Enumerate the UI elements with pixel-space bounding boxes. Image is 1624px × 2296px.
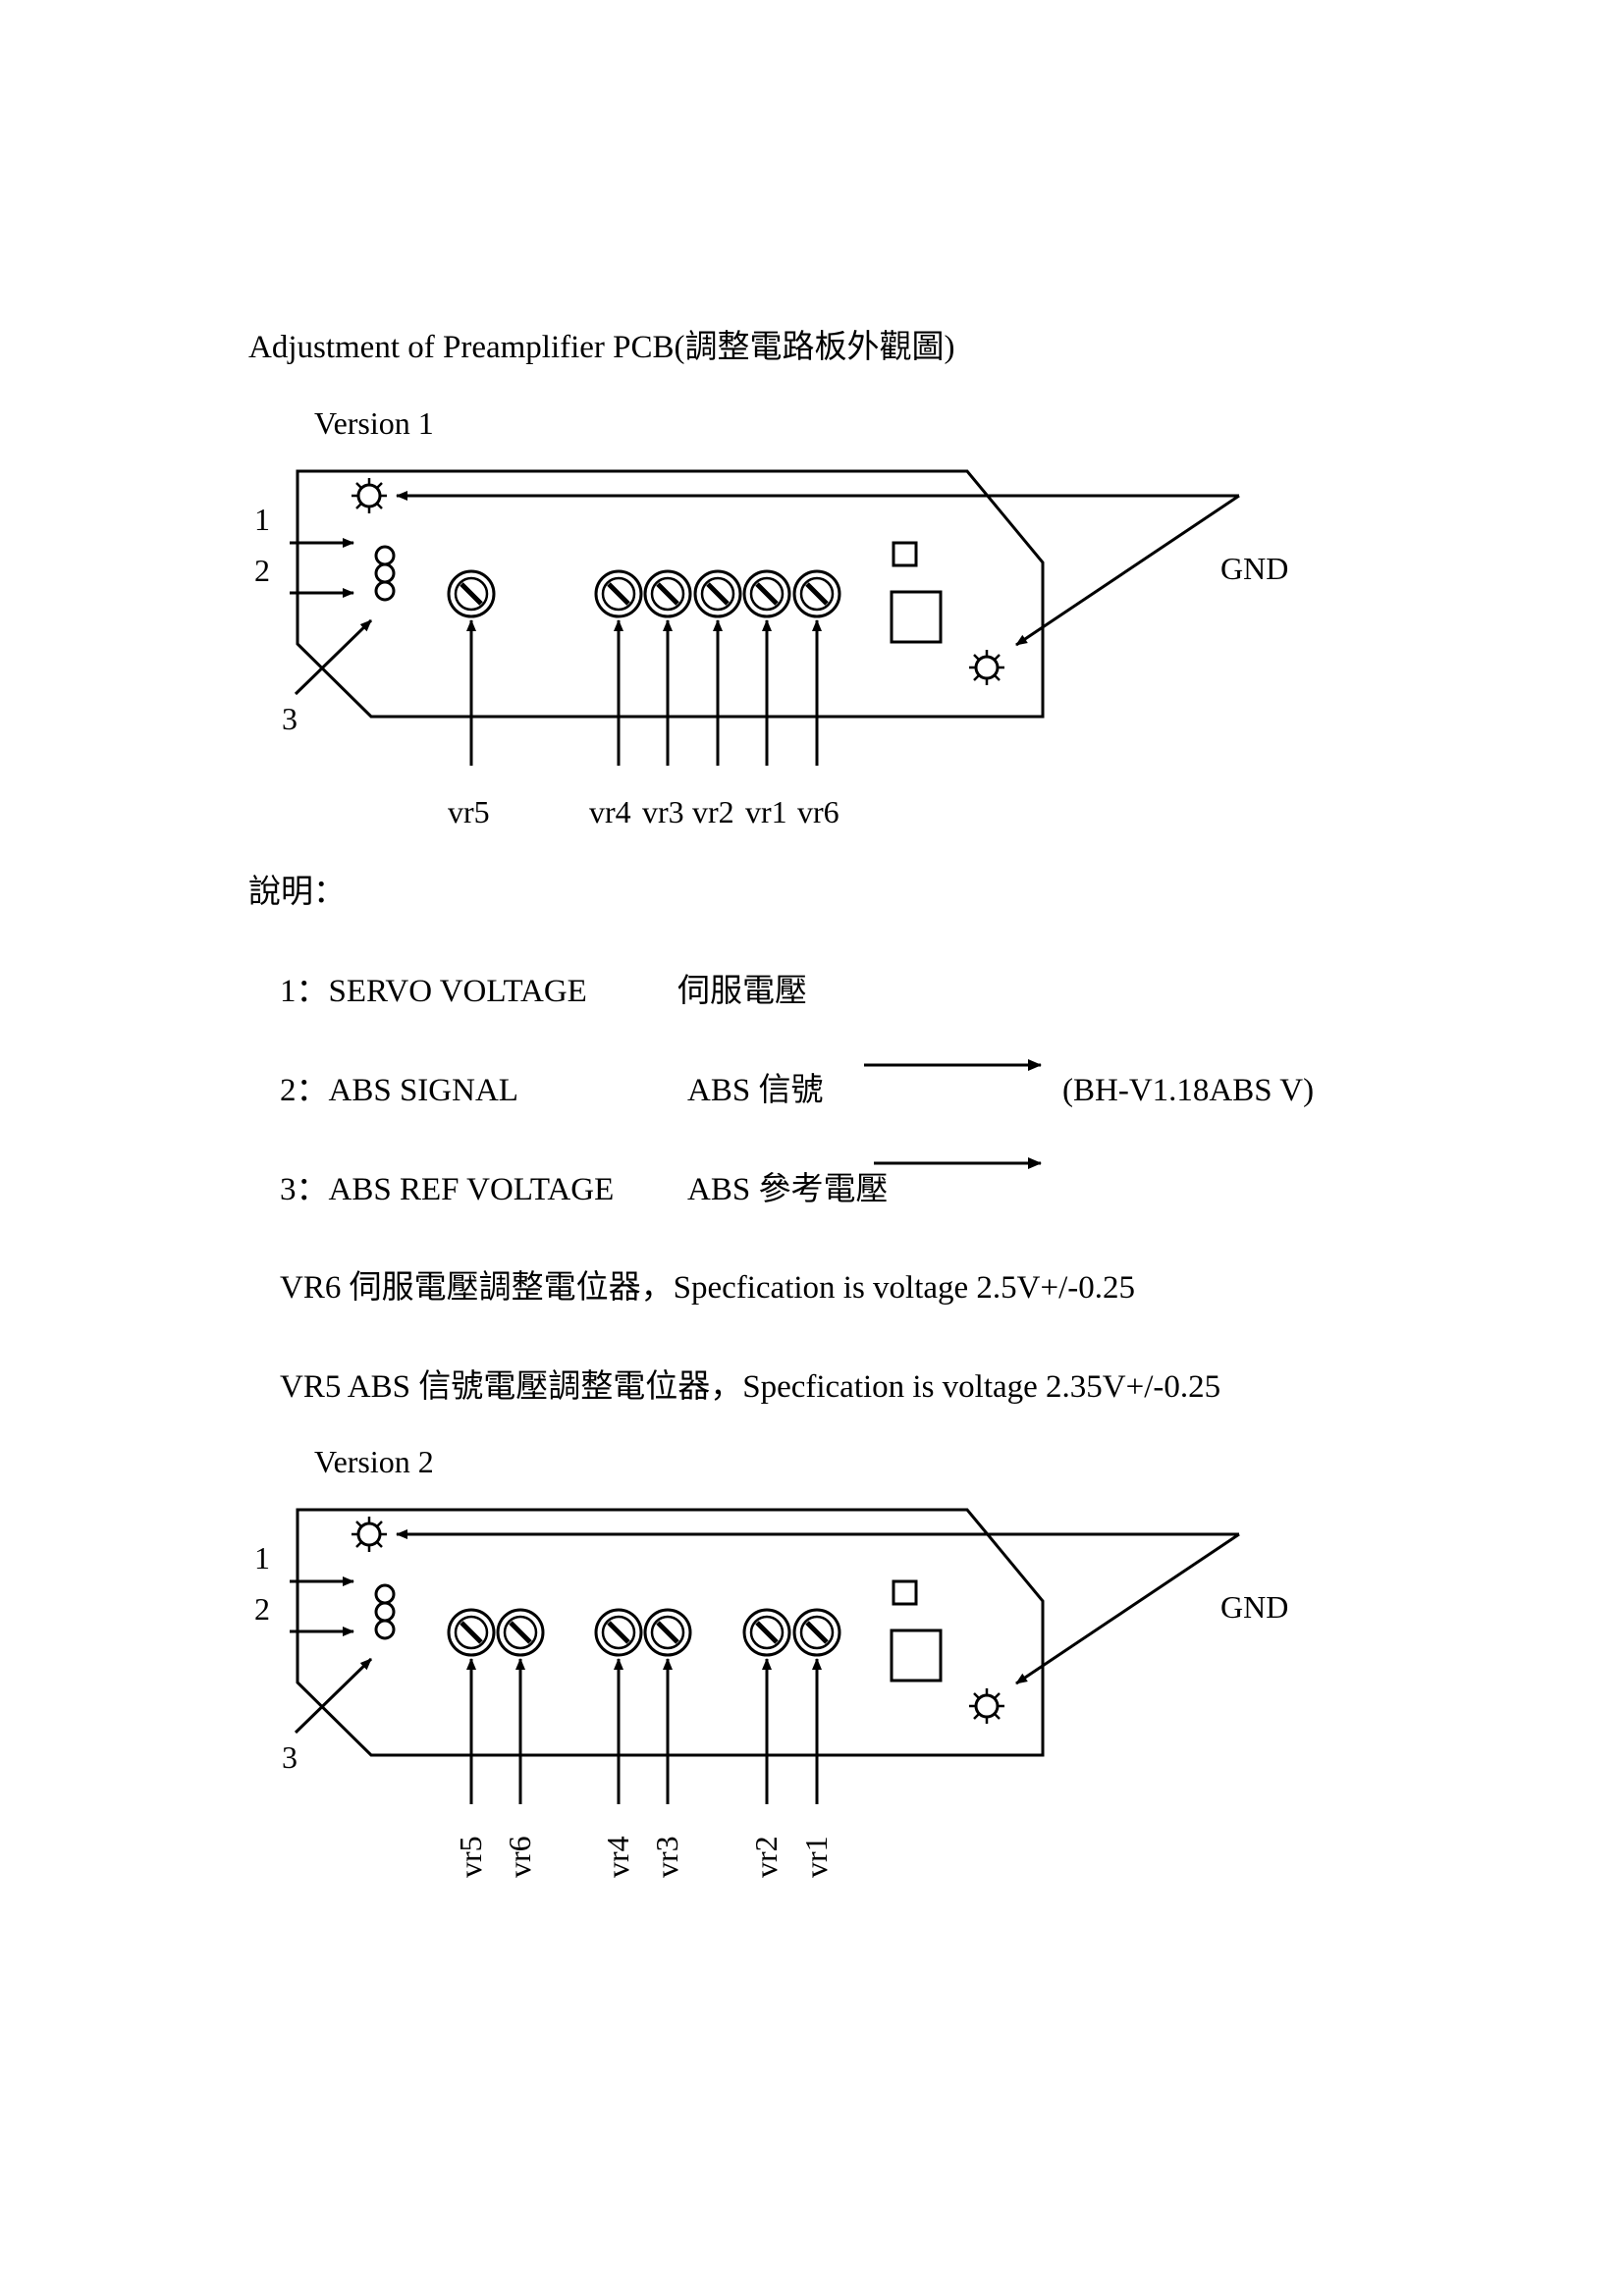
- item-1-code: 1：SERVO VOLTAGE: [280, 974, 587, 1009]
- description-arrows: [864, 1059, 1042, 1169]
- vr6-label: vr6: [502, 1836, 537, 1878]
- potentiometer-vr3: [645, 571, 690, 616]
- pin-2-label: 2: [254, 553, 270, 588]
- spec-vr6: VR6 伺服電壓調整電位器，Specfication is voltage 2.…: [280, 1270, 1136, 1306]
- potentiometer-vr1: [794, 1610, 839, 1655]
- small-component: [892, 1579, 918, 1606]
- pin-1-label: 1: [254, 502, 270, 537]
- three-pin-connector: [374, 545, 396, 602]
- pin-3-label: 3: [282, 1739, 298, 1775]
- pcb-outline: [296, 469, 1045, 719]
- potentiometer-vr3: [645, 1610, 690, 1655]
- gnd-star-bottom: [967, 648, 1006, 687]
- gnd-arrow-bottom: [1015, 1532, 1240, 1685]
- gnd-star-top: [350, 476, 389, 515]
- potentiometer-vr2: [695, 571, 740, 616]
- pin-2-label: 2: [254, 1591, 270, 1627]
- potentiometer-vr4: [596, 571, 641, 616]
- vr4-label: vr4: [589, 794, 631, 829]
- pcb-diagram-version-1: 1 2 3 GND vr5 vr4 vr3 vr2 vr1 vr6: [254, 469, 1288, 829]
- vr3-label: vr3: [642, 794, 684, 829]
- vr2-label: vr2: [692, 794, 734, 829]
- spec-vr5: VR5 ABS 信號電壓調整電位器，Specfication is voltag…: [280, 1369, 1221, 1405]
- gnd-label: GND: [1220, 551, 1288, 586]
- potentiometer-vr1: [744, 571, 789, 616]
- gnd-star-top: [350, 1515, 389, 1554]
- page-title: Adjustment of Preamplifier PCB(調整電路板外觀圖): [248, 330, 955, 365]
- item-3-code: 3：ABS REF VOLTAGE: [280, 1172, 615, 1207]
- vr5-label: vr5: [448, 794, 490, 829]
- potentiometer-vr5: [449, 571, 494, 616]
- description-heading: 說明：: [248, 875, 346, 910]
- vr4-label: vr4: [600, 1836, 635, 1878]
- pcb-outline: [296, 1508, 1045, 1757]
- item-2-note: (BH-V1.18ABS V): [1062, 1073, 1315, 1108]
- pin-1-label: 1: [254, 1540, 270, 1575]
- potentiometer-vr2: [744, 1610, 789, 1655]
- gnd-arrow-bottom: [1015, 494, 1240, 647]
- three-pin-connector: [374, 1583, 396, 1640]
- vr3-label: vr3: [649, 1836, 684, 1878]
- vr6-label: vr6: [797, 794, 839, 829]
- version-2-label: Version 2: [314, 1444, 434, 1479]
- pcb-diagram-version-2: 1 2 3 GND vr5 vr6 vr4 vr3 vr2 vr1: [254, 1508, 1288, 1878]
- gnd-label: GND: [1220, 1589, 1288, 1625]
- potentiometer-vr6: [498, 1610, 543, 1655]
- item-3-chinese: ABS 參考電壓: [687, 1172, 889, 1207]
- small-component: [892, 541, 918, 567]
- gnd-star-bottom: [967, 1686, 1006, 1726]
- vr1-label: vr1: [745, 794, 787, 829]
- item-1-chinese: 伺服電壓: [677, 974, 807, 1009]
- vr1-label: vr1: [798, 1836, 834, 1878]
- vr5-label: vr5: [453, 1836, 488, 1878]
- pin-3-arrow: [294, 1657, 373, 1735]
- potentiometer-vr4: [596, 1610, 641, 1655]
- item-2-chinese: ABS 信號: [687, 1073, 824, 1108]
- pin-3-label: 3: [282, 701, 298, 736]
- large-component: [890, 590, 943, 644]
- potentiometer-vr6: [794, 571, 839, 616]
- version-1-label: Version 1: [314, 405, 434, 441]
- large-component: [890, 1629, 943, 1682]
- potentiometer-vr5: [449, 1610, 494, 1655]
- vr2-label: vr2: [748, 1836, 784, 1878]
- item-2-code: 2：ABS SIGNAL: [280, 1073, 518, 1108]
- pin-3-arrow: [294, 618, 373, 696]
